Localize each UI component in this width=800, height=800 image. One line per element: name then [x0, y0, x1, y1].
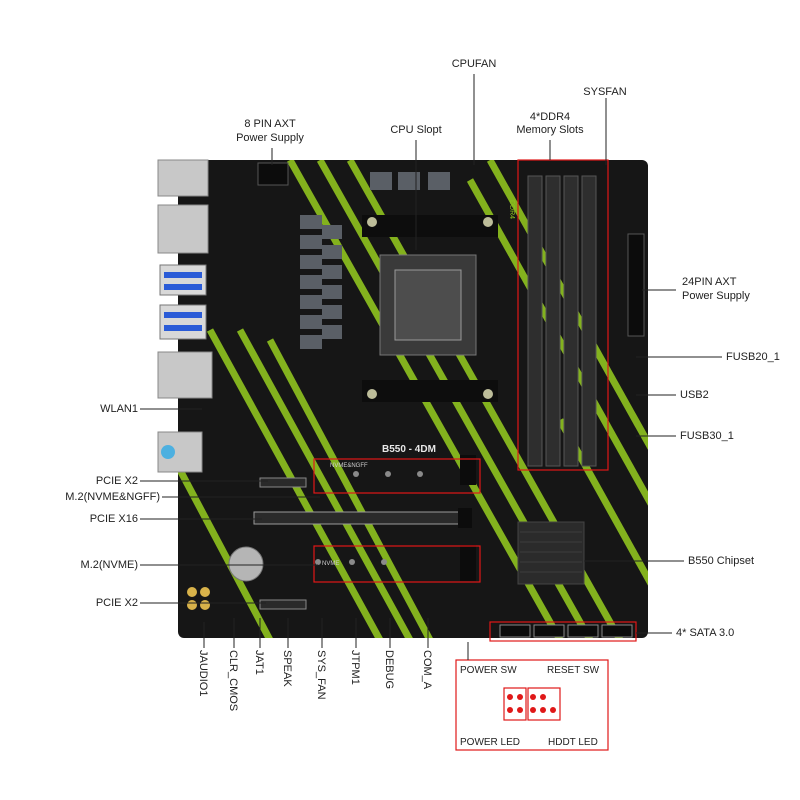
label-speak: SPEAK — [281, 650, 293, 687]
label-m2-nvme: M.2(NVME) — [80, 559, 138, 571]
callout-boxes — [313, 159, 637, 751]
label-fusb20: FUSB20_1 — [726, 351, 780, 363]
chipset-heatsink — [517, 521, 585, 585]
label-cpu-slot: CPU Slopt — [390, 124, 442, 136]
label-ddr4-count: 4*DDR4 — [529, 111, 571, 123]
label-sys-fan: SYS_FAN — [315, 650, 327, 700]
m2-lower-silkscreen: NVME — [322, 561, 339, 567]
label-pcie-x2-top: PCIE X2 — [95, 475, 138, 487]
label-pcie-x2-bottom: PCIE X2 — [95, 597, 138, 609]
label-jat1: JAT1 — [253, 650, 265, 675]
label-wlan: WLAN1 — [100, 403, 138, 415]
label-chipset: B550 Chipset — [688, 555, 755, 567]
label-24pin-axt: 24PIN AXT — [682, 276, 737, 288]
label-m2-nvme-ngff: M.2(NVME&NGFF) — [65, 491, 160, 503]
vrm-chokes — [300, 172, 450, 349]
front-panel-pins — [503, 687, 561, 721]
label-jtpm1: JTPM1 — [349, 650, 361, 685]
label-power-sw: POWER SW — [460, 665, 517, 676]
label-sata: 4* SATA 3.0 — [676, 627, 735, 639]
label-jaudio1: JAUDIO1 — [197, 650, 209, 697]
cmos-battery — [228, 546, 264, 582]
board-model-silkscreen: B550 - 4DM — [382, 444, 436, 455]
m2-slots: NVME&NGFF NVME — [315, 455, 476, 581]
label-power-led: POWER LED — [460, 737, 521, 748]
cpu-socket — [362, 215, 498, 402]
label-debug: DEBUG — [383, 650, 395, 690]
label-pcie-x16: PCIE X16 — [89, 513, 138, 525]
sata-ports — [499, 624, 633, 638]
label-sysfan: SYSFAN — [583, 86, 627, 98]
m2-upper-silkscreen: NVME&NGFF — [330, 463, 368, 469]
label-hddt-led: HDDT LED — [548, 737, 598, 748]
ddr4-memory-slots: DDR4 — [508, 175, 597, 467]
label-reset-sw: RESET SW — [547, 665, 600, 676]
label-usb2: USB2 — [680, 389, 709, 401]
rear-io-ports — [157, 159, 213, 473]
pcie-slots — [253, 477, 472, 610]
24pin-power-connector — [627, 233, 645, 337]
label-24pin-power-supply: Power Supply — [682, 290, 750, 302]
label-cpufan: CPUFAN — [451, 58, 497, 70]
8pin-power-connector — [257, 162, 289, 186]
label-8pin-axt: 8 PIN AXT — [244, 118, 296, 130]
leader-lines — [140, 74, 722, 660]
ddr4-silkscreen: DDR4 — [508, 200, 515, 219]
label-com-a: COM_A — [421, 650, 433, 690]
label-clr-cmos: CLR_CMOS — [227, 650, 239, 712]
label-fusb30: FUSB30_1 — [680, 430, 734, 442]
label-memory-slots: Memory Slots — [516, 124, 584, 136]
label-8pin-power-supply: Power Supply — [236, 132, 304, 144]
